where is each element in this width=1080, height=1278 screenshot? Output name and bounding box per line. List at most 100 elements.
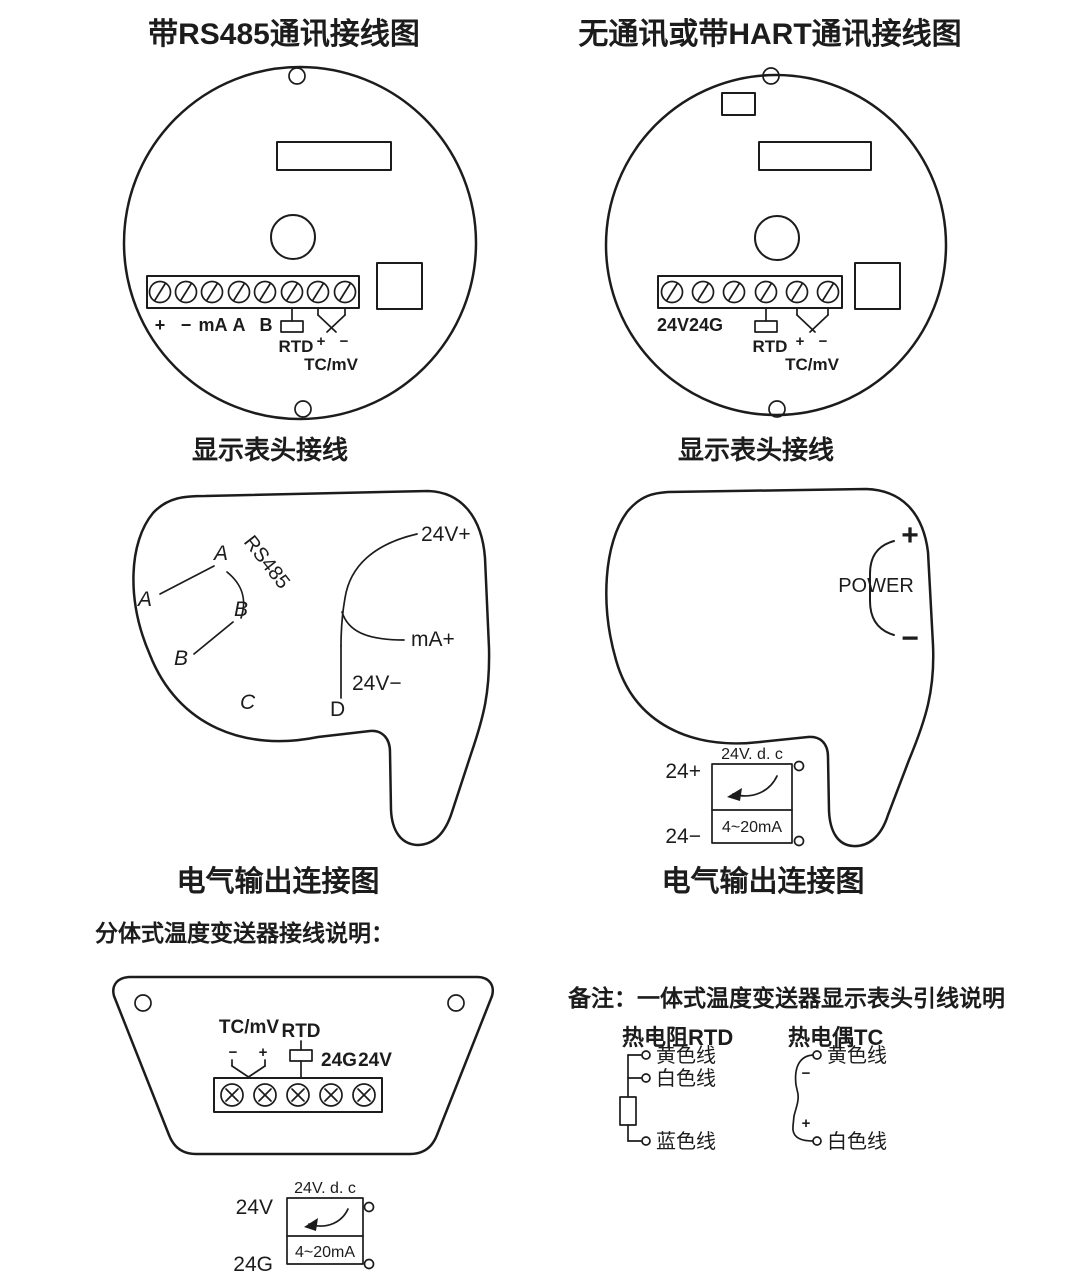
screw-terminal bbox=[722, 280, 746, 304]
loop-pos-label: 24+ bbox=[665, 760, 701, 783]
screw-terminal bbox=[286, 1083, 310, 1107]
screw-terminal bbox=[352, 1083, 376, 1107]
rtd-symbol bbox=[280, 307, 304, 333]
screw-terminal bbox=[280, 280, 304, 304]
loop-terminal-bottom bbox=[793, 835, 805, 847]
terminal-block bbox=[146, 275, 360, 309]
terminal-label-a: A bbox=[233, 315, 246, 335]
loop-terminal-top bbox=[363, 1201, 375, 1213]
rs485-output-caption: 电气输出连接图 bbox=[176, 864, 379, 898]
hart-head-diagram: 24V 24G RTD + − TC/mV 显示表头接线 bbox=[604, 67, 948, 465]
power-output-caption: 电气输出连接图 bbox=[661, 864, 864, 898]
screw-terminal bbox=[148, 280, 172, 304]
wire-terminal bbox=[641, 1136, 651, 1146]
loop-arrow-head bbox=[304, 1218, 318, 1231]
rs485-head-caption: 显示表头接线 bbox=[192, 435, 348, 465]
screw-terminal bbox=[319, 1083, 343, 1107]
rtd-resistor bbox=[619, 1096, 637, 1126]
mounting-screw-bottom bbox=[294, 400, 312, 418]
loop-range-label: 4~20mA bbox=[295, 1244, 355, 1261]
button-hole bbox=[754, 215, 800, 261]
rtd-lead-figure: 黄色线 白色线 蓝色线 bbox=[619, 1044, 716, 1153]
tc-plus-label: + bbox=[796, 333, 805, 350]
wire-terminal bbox=[812, 1050, 822, 1060]
tc-minus-label: − bbox=[340, 333, 349, 350]
split-transmitter-diagram: 分体式温度变送器接线说明： TC/mV RTD − + 24G 24V 24V.… bbox=[95, 920, 494, 1276]
housing-circle bbox=[604, 73, 948, 417]
hart-diagram-title: 无通讯或带HART通讯接线图 bbox=[578, 18, 961, 51]
terminal-label-minus: − bbox=[181, 315, 192, 335]
wire-b-outer-label: B bbox=[174, 647, 188, 670]
side-box bbox=[376, 262, 423, 310]
screw-terminal bbox=[691, 280, 715, 304]
screw-terminal bbox=[200, 280, 224, 304]
loop-pos-label: 24V bbox=[236, 1196, 273, 1219]
loop-terminal-top bbox=[793, 760, 805, 772]
terminal-label-plus: + bbox=[155, 315, 166, 335]
split-section-title: 分体式温度变送器接线说明： bbox=[95, 920, 394, 946]
loop-neg-label: 24G bbox=[233, 1253, 273, 1276]
pair-bracket-arc bbox=[226, 571, 245, 619]
screw-terminal bbox=[333, 280, 357, 304]
screw-terminal bbox=[174, 280, 198, 304]
power-label: POWER bbox=[838, 575, 914, 597]
wire-c-label: C bbox=[240, 691, 256, 714]
mounting-screw-top bbox=[288, 67, 306, 85]
screw-terminal bbox=[253, 1083, 277, 1107]
remark-section: 备注：一体式温度变送器显示表头引线说明 热电阻RTD 热电偶TC 黄色线 白色线… bbox=[567, 985, 1005, 1153]
power-wires bbox=[340, 533, 418, 699]
terminal-block bbox=[657, 275, 843, 309]
tc-minus-label: − bbox=[819, 333, 828, 350]
rtd-wire-blue: 蓝色线 bbox=[656, 1130, 716, 1153]
terminal-label-ma: mA bbox=[198, 315, 227, 335]
screw-terminal bbox=[306, 280, 330, 304]
wire-terminal bbox=[641, 1073, 651, 1083]
loop-arrow-head bbox=[727, 788, 742, 801]
loop-neg-label: 24− bbox=[665, 825, 701, 848]
wire-d-label: D bbox=[330, 698, 345, 721]
ma-plus-label: mA+ bbox=[411, 628, 455, 651]
button-hole bbox=[270, 214, 316, 260]
hart-head-caption: 显示表头接线 bbox=[678, 435, 834, 465]
display-window bbox=[758, 141, 872, 171]
tcmv-label: TC/mV bbox=[304, 355, 359, 374]
split-housing-outline bbox=[112, 975, 494, 1156]
terminal-label-b: B bbox=[260, 315, 273, 335]
remark-title: 备注：一体式温度变送器显示表头引线说明 bbox=[567, 985, 1005, 1011]
rs485-bus-label: RS485 bbox=[239, 532, 294, 594]
housing-cover-outline bbox=[132, 489, 491, 847]
mounting-screw-top bbox=[762, 67, 780, 85]
rtd-label: RTD bbox=[753, 337, 788, 356]
terminal-label-24v: 24V bbox=[358, 1050, 392, 1071]
display-window bbox=[276, 141, 392, 171]
rs485-wire-pair bbox=[159, 565, 245, 655]
terminal-block bbox=[213, 1077, 383, 1113]
tc-element bbox=[792, 1054, 814, 1142]
rtd-wire-yellow: 黄色线 bbox=[656, 1044, 716, 1067]
screw-terminal bbox=[227, 280, 251, 304]
current-loop-box: 24V. d. c 4~20mA 24+ 24− bbox=[665, 746, 805, 848]
rtd-wire-white: 白色线 bbox=[656, 1067, 716, 1090]
loop-supply-label: 24V. d. c bbox=[721, 746, 783, 763]
wire-terminal bbox=[641, 1050, 651, 1060]
loop-range-label: 4~20mA bbox=[722, 819, 782, 836]
power-output-diagram: + − POWER 24V. d. c 4~20mA 24+ 24− 电气输出连… bbox=[605, 487, 935, 898]
tc-symbol bbox=[317, 307, 346, 333]
tc-wire-yellow: 黄色线 bbox=[827, 1044, 887, 1067]
screw-terminal bbox=[816, 280, 840, 304]
tc-plus-label: + bbox=[259, 1044, 268, 1061]
mounting-hole-right bbox=[447, 994, 465, 1012]
loop-supply-label: 24V. d. c bbox=[294, 1180, 356, 1197]
housing-circle bbox=[122, 65, 478, 421]
wire-b-inner-label: B bbox=[234, 598, 248, 621]
screw-terminal bbox=[785, 280, 809, 304]
side-box bbox=[854, 262, 901, 310]
housing-cover-outline bbox=[605, 487, 935, 848]
power-plus-label: + bbox=[901, 519, 919, 552]
terminal-label-24v: 24V bbox=[657, 315, 689, 335]
mounting-screw-bottom bbox=[768, 400, 786, 418]
tc-heading: 热电偶TC bbox=[788, 1025, 883, 1050]
mounting-hole-left bbox=[134, 994, 152, 1012]
